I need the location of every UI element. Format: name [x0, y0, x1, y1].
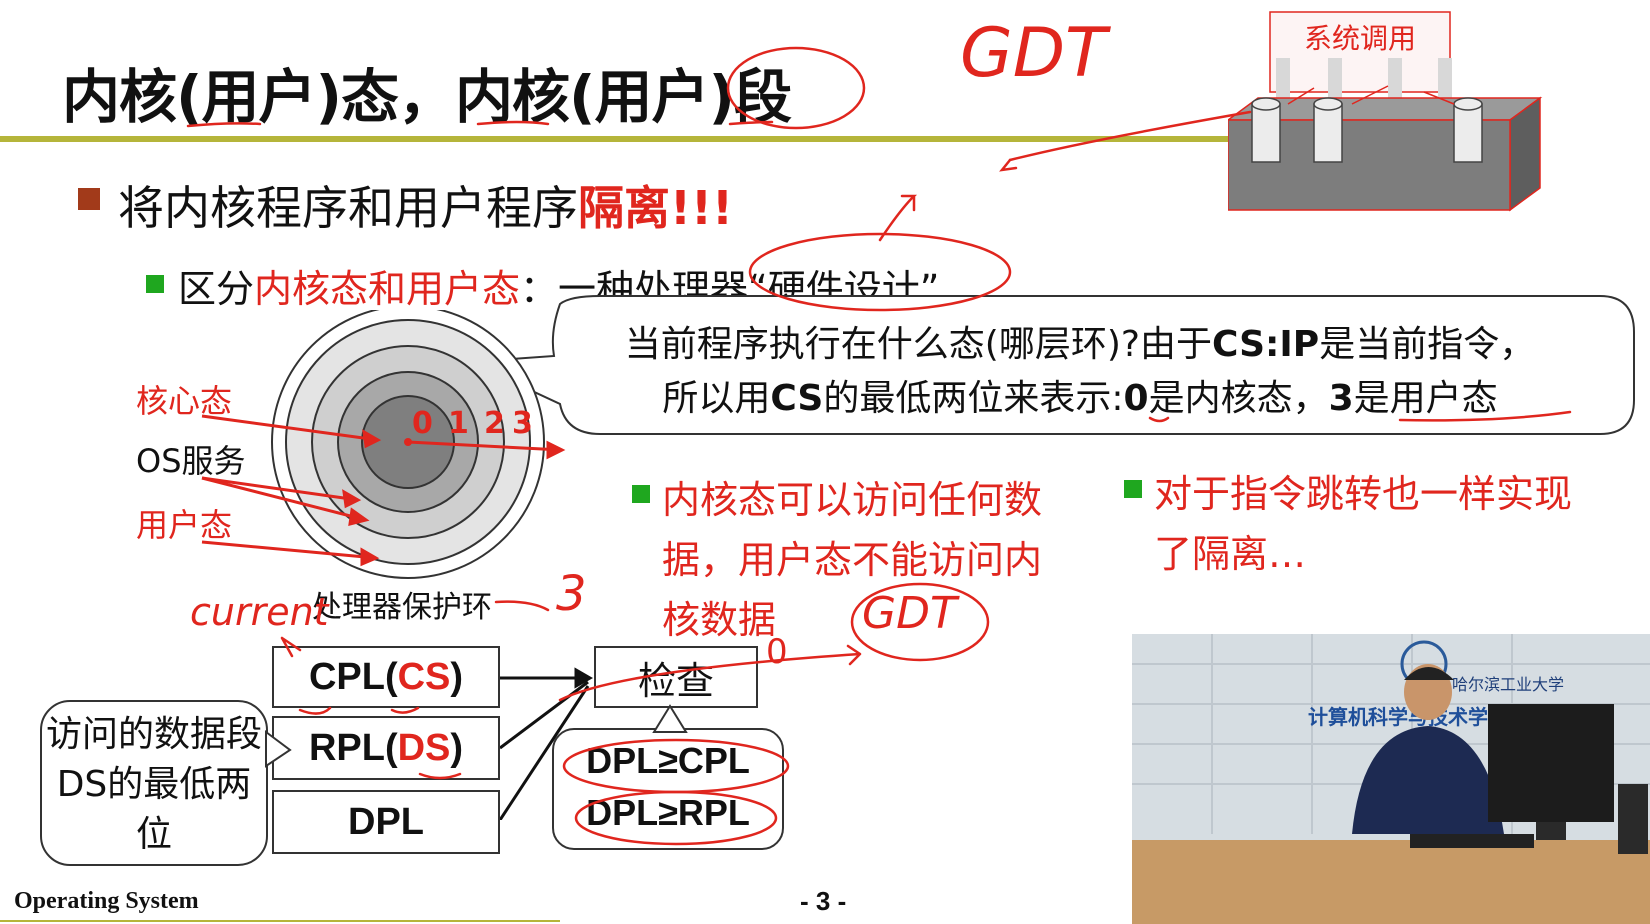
system-call-label-box: [1269, 11, 1451, 93]
sub-bullet-marker: [1124, 480, 1142, 498]
bullet-kernel-user-highlight: 内核态和用户态: [254, 267, 521, 311]
callout-line-2: 所以用CS的最低两位来表示:0是内核态，3是用户态: [662, 378, 1498, 419]
light-beams: [1276, 58, 1452, 98]
title-divider: [0, 136, 1250, 142]
video-sign: 计算机科学与技术学院: [1308, 705, 1508, 729]
system-call-illustration: 系统调用: [1228, 11, 1543, 212]
slide-title: 内核(用户)态，内核(用户)段: [62, 63, 792, 131]
rpl-box: RPL(DS): [272, 716, 500, 780]
cpl-box: CPL(CS): [272, 646, 500, 708]
handwriting-gdt-mid: GDT: [862, 588, 957, 639]
footer-course: Operating System: [14, 888, 199, 914]
handwriting-zero: 0: [766, 632, 788, 672]
bullet-kernel-access: 内核态可以访问任何数据，用户态不能访问内核数据: [662, 478, 1043, 642]
label-user-mode: 用户态: [136, 506, 233, 544]
bullet-isolation: 将内核程序和用户程序隔离!!!: [118, 172, 733, 238]
label-kernel-mode: 核心态: [136, 382, 233, 420]
bullet-isolation-text: 将内核程序和用户程序: [118, 181, 578, 235]
conditions-pointer: [652, 704, 688, 733]
handwriting-three: 3: [556, 566, 587, 622]
footer-page-number: - 3 -: [800, 886, 847, 916]
ring-arrows: [201, 414, 566, 567]
lecturer-body: [1352, 726, 1504, 834]
sub-bullet-marker: [146, 275, 164, 293]
dpl-box: DPL: [272, 790, 500, 854]
ring-number-0: 0: [412, 406, 433, 441]
condition-dpl-rpl: DPL≥RPL: [586, 792, 750, 833]
monitor: [1488, 704, 1614, 822]
callout-bubble: [470, 295, 1635, 435]
lecturer-video-scene: 哈尔滨工业大学 计算机科学与技术学院: [1132, 634, 1650, 924]
bullet-marker: [78, 188, 100, 210]
ring-number-1: 1: [448, 406, 469, 441]
ds-note-pointer: [265, 730, 292, 768]
ring-number-2: 2: [484, 406, 505, 441]
bullet-isolation-highlight: 隔离!!!: [578, 181, 733, 235]
keyboard: [1410, 834, 1534, 848]
system-call-label: 系统调用: [1304, 22, 1416, 55]
gates: [1251, 97, 1483, 163]
protection-rings-diagram: [201, 310, 566, 579]
callout-text: 当前程序执行在什么态(哪层环)?由于CS:IP是当前指令， 所以用CS的最低两位…: [540, 318, 1620, 426]
video-sign-top: 哈尔滨工业大学: [1452, 675, 1564, 694]
desk: [1132, 840, 1650, 924]
ds-note-bubble: 访问的数据段DS的最低两位: [40, 700, 268, 866]
condition-dpl-cpl: DPL≥CPL: [586, 740, 750, 781]
callout-line-1: 当前程序执行在什么态(哪层环)?由于CS:IP是当前指令，: [624, 324, 1536, 365]
ring-number-3: 3: [512, 406, 533, 441]
lecturer-video: 哈尔滨工业大学 计算机科学与技术学院: [1132, 634, 1650, 924]
bullet-jump-isolation: 对于指令跳转也一样实现了隔离…: [1154, 472, 1573, 576]
footer-divider: [0, 920, 560, 922]
bullet-kernel-user-prefix: 区分: [178, 267, 255, 311]
label-os-services: OS服务: [136, 442, 246, 480]
check-box: 检查: [594, 646, 758, 708]
handwriting-current: current: [190, 590, 329, 634]
conditions-box: DPL≥CPL DPL≥RPL: [552, 728, 784, 850]
sub-bullet-marker: [632, 485, 650, 503]
rings-caption: 处理器保护环: [312, 590, 492, 625]
handwriting-gdt-top: GDT: [960, 14, 1107, 93]
